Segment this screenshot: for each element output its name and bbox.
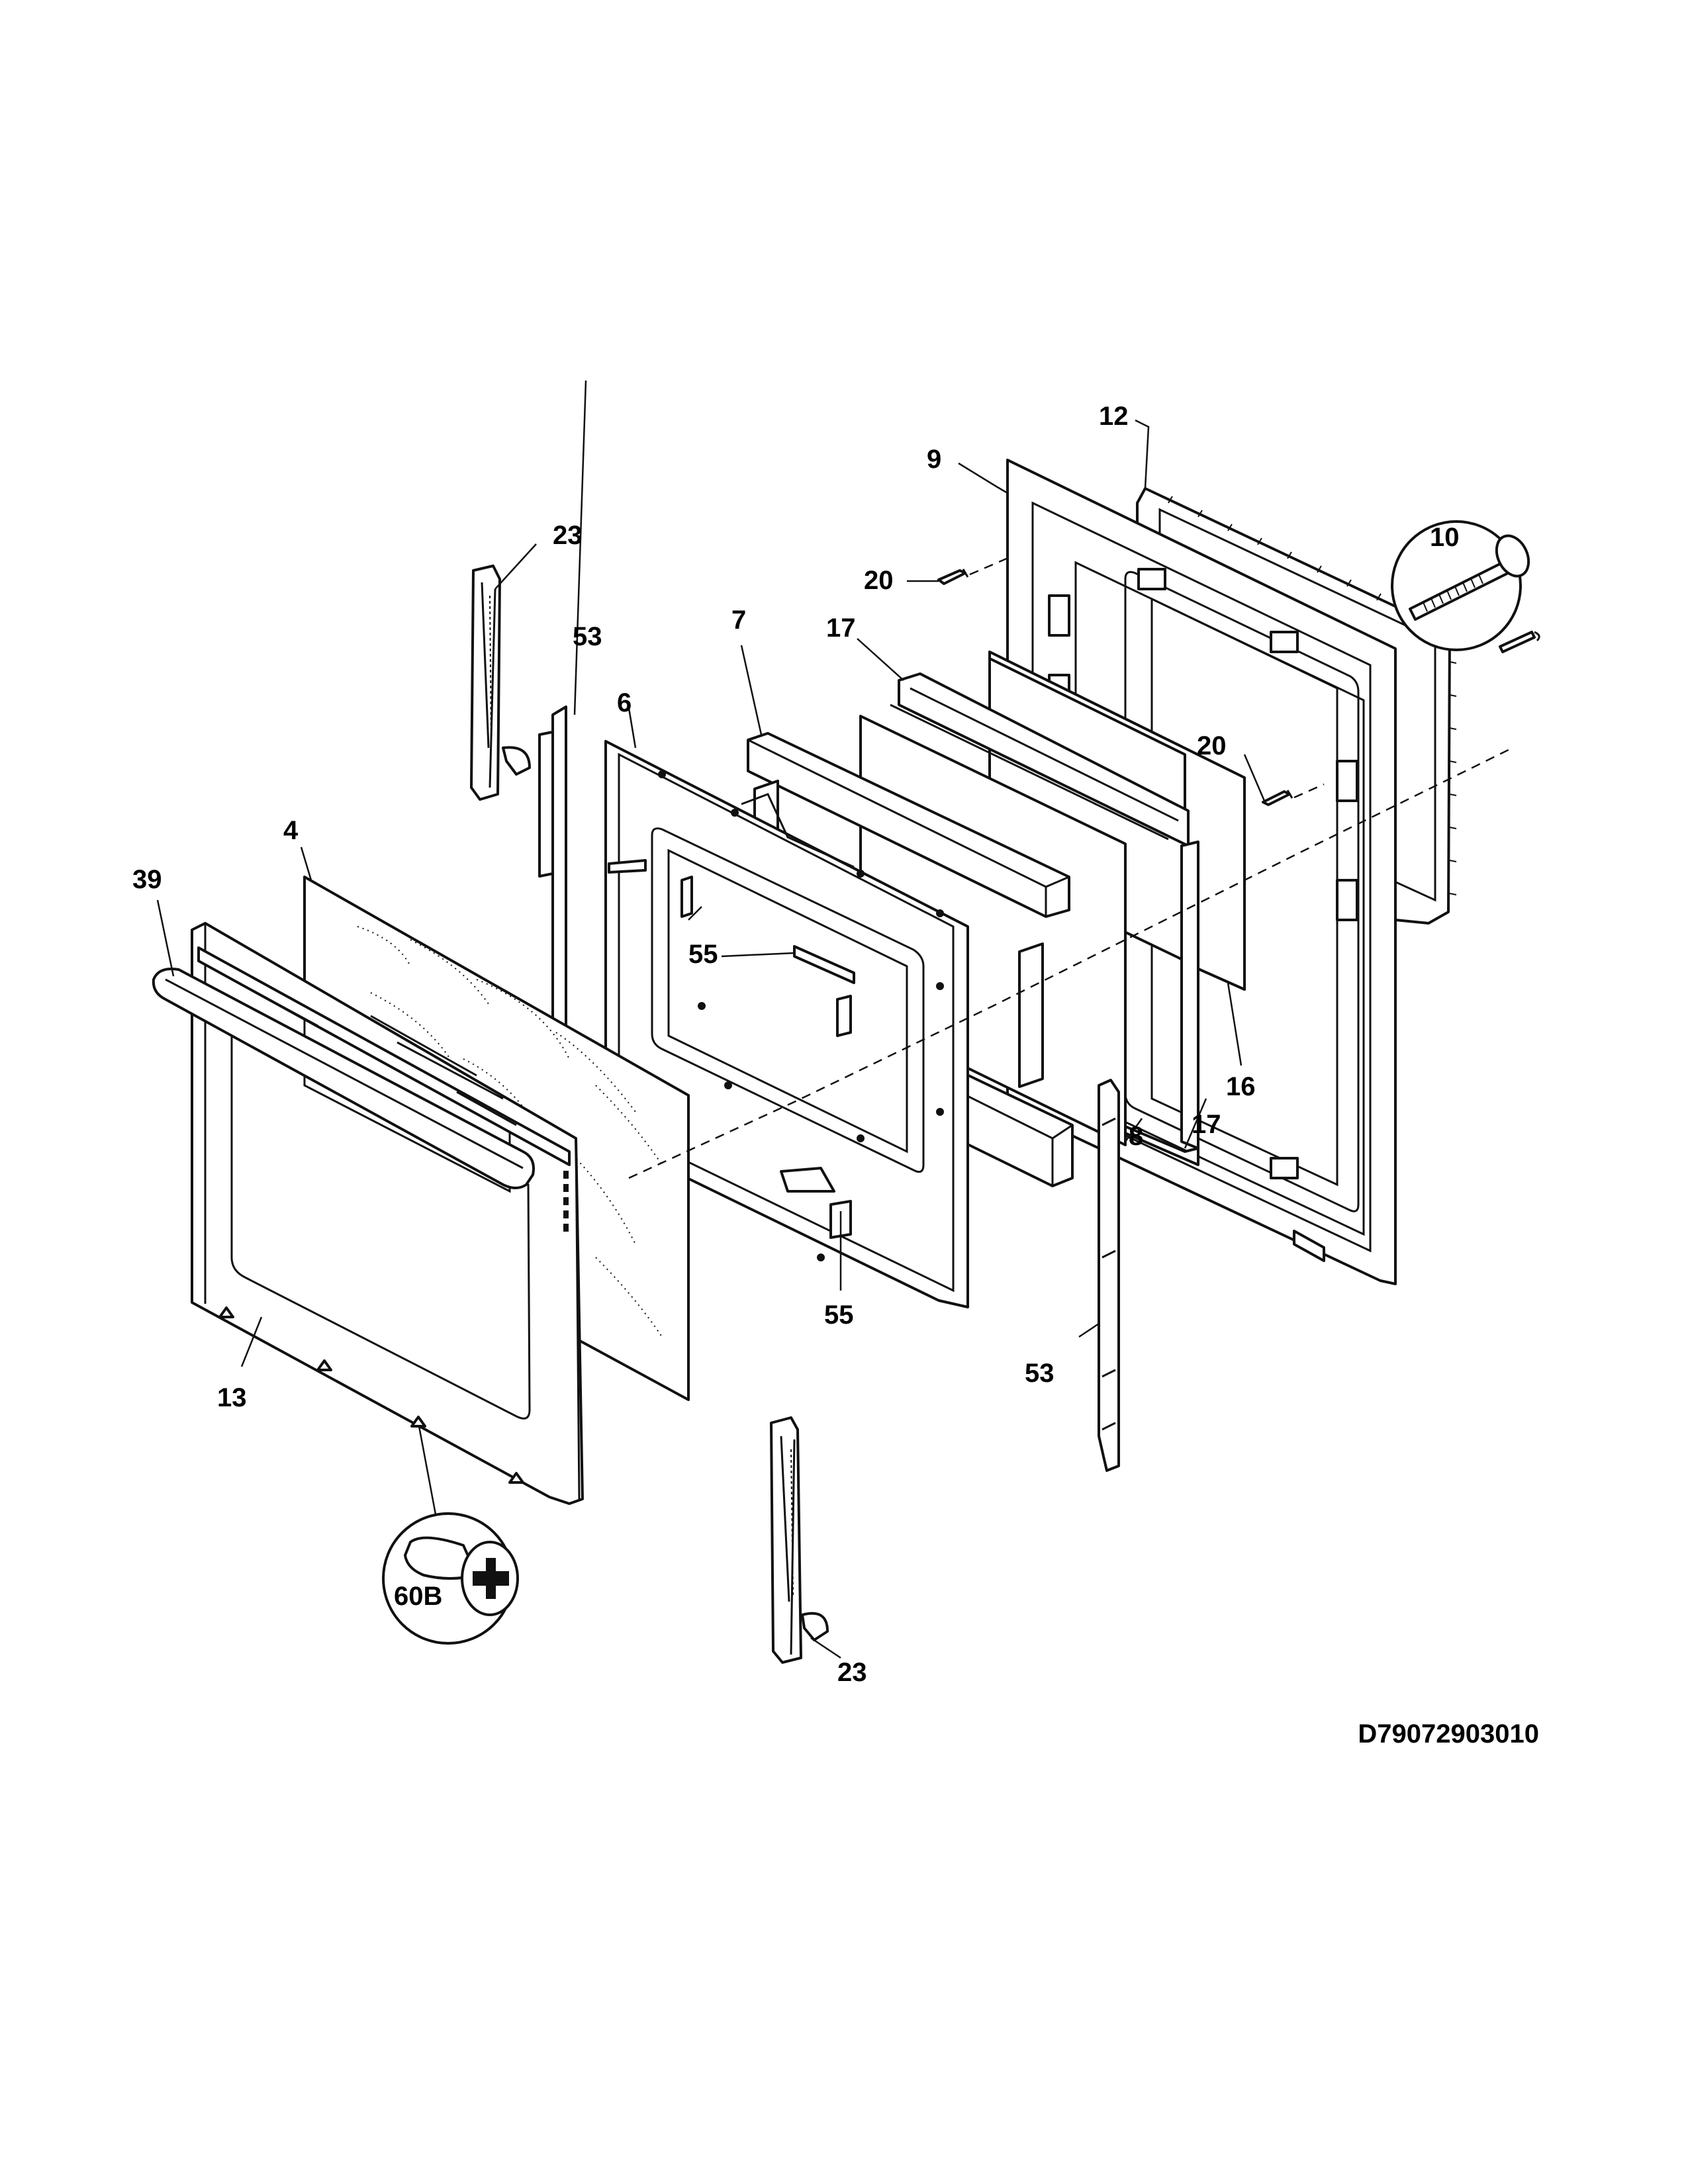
callout-53-top: 53 (573, 622, 602, 651)
callout-20-mid: 20 (1197, 731, 1227, 760)
drawing-id: D79072903010 (1358, 1719, 1539, 1749)
callout-6: 6 (617, 688, 632, 717)
callout-60b: 60B (394, 1582, 442, 1611)
leader-lines (156, 380, 1266, 1659)
callouts: 12 9 10 23 20 53 7 17 6 20 4 39 55 16 8 … (132, 402, 1460, 1687)
callout-17-top: 17 (826, 614, 856, 643)
callout-55-bot: 55 (824, 1300, 854, 1330)
callout-23-top: 23 (553, 521, 583, 550)
callout-39: 39 (132, 865, 162, 894)
callout-16: 16 (1226, 1072, 1256, 1101)
callout-7: 7 (731, 606, 746, 635)
detail-60b-screw (382, 1512, 519, 1645)
part-20-screw-mid (1262, 790, 1293, 806)
callout-4: 4 (283, 816, 299, 845)
part-23-hinge-bottom (770, 1416, 829, 1664)
callout-12: 12 (1099, 402, 1129, 431)
part-17-frame (898, 672, 1199, 1166)
part-6-door-frame (604, 740, 969, 1308)
callout-10: 10 (1430, 523, 1460, 552)
callout-53-bot: 53 (1025, 1359, 1055, 1388)
detail-10-bolt (1391, 520, 1540, 653)
callout-23-bot: 23 (837, 1658, 867, 1687)
part-39-handle (152, 968, 535, 1189)
callout-17-bot: 17 (1192, 1110, 1221, 1139)
assembly-lines (628, 555, 1513, 1179)
callout-13: 13 (217, 1383, 247, 1412)
part-20-screw-top (937, 569, 969, 585)
part-23-hinge-top (470, 565, 531, 801)
part-53-side-trim-bottom (1098, 1079, 1120, 1472)
callout-9: 9 (927, 445, 941, 474)
callout-55-mid: 55 (688, 940, 718, 969)
callout-20-top: 20 (864, 566, 894, 595)
callout-8: 8 (1129, 1122, 1143, 1151)
part-53-side-trim-top (538, 705, 567, 1103)
